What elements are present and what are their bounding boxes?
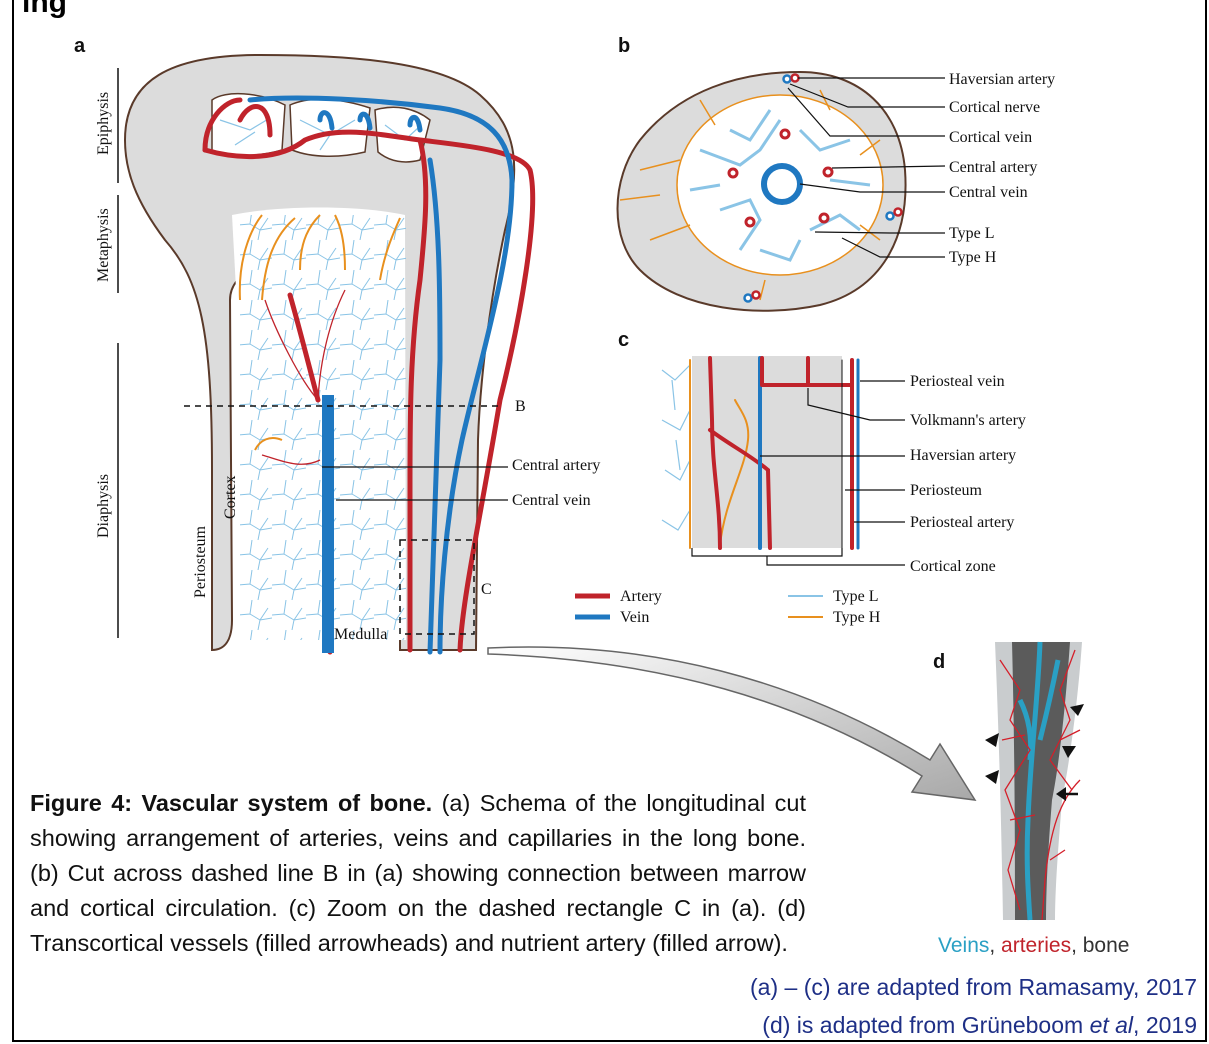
cortex-label: Cortex <box>222 475 239 519</box>
medulla-label: Medulla <box>334 626 387 643</box>
legend-veins: Veins <box>938 934 989 957</box>
c-periosteum: Periosteum <box>910 482 983 499</box>
panel-d-letter: d <box>933 651 945 673</box>
credit-gruneboom: (d) is adapted from Grüneboom et al, 201… <box>762 1012 1197 1039</box>
panel-a: a Epiphysis Metaphysis Diaphysis <box>74 35 600 653</box>
panel-c-letter: c <box>618 329 629 351</box>
b-type-l: Type L <box>949 225 995 242</box>
arrowhead-icon <box>985 770 999 784</box>
cortical-zone-bracket <box>692 548 842 556</box>
b-type-h: Type H <box>949 249 997 266</box>
region-metaphysis: Metaphysis <box>95 208 112 282</box>
credit-d-etal: et al <box>1090 1012 1133 1038</box>
legend-type-l-label: Type L <box>833 588 879 605</box>
c-periosteal-artery: Periosteal artery <box>910 514 1014 531</box>
b-cortical-nerve: Cortical nerve <box>949 99 1040 116</box>
legend-type-h-label: Type H <box>833 609 881 626</box>
c-haversian-artery: Haversian artery <box>910 447 1016 464</box>
legend-arteries: arteries <box>1001 934 1071 957</box>
c-cortical-zone: Cortical zone <box>910 558 996 575</box>
panel-b: b Haversian artery Cortical n <box>618 35 1056 311</box>
c-periosteal-vein: Periosteal vein <box>910 373 1005 390</box>
legend-sep-2: , <box>1071 934 1083 957</box>
b-cortical-vein: Cortical vein <box>949 129 1032 146</box>
legend-artery-label: Artery <box>620 588 662 605</box>
b-central-vein: Central vein <box>949 184 1028 201</box>
credit-d-prefix: (d) is adapted from Grüneboom <box>762 1012 1089 1038</box>
region-diaphysis: Diaphysis <box>95 474 112 538</box>
panel-d-legend: Veins, arteries, bone <box>938 934 1129 958</box>
credit-d-suffix: , 2019 <box>1133 1012 1197 1038</box>
b-haversian-artery: Haversian artery <box>949 71 1055 88</box>
panel-b-letter: b <box>618 35 630 57</box>
b-central-artery: Central artery <box>949 159 1037 176</box>
periosteum-label-a: Periosteum <box>192 525 209 598</box>
panel-a-letter: a <box>74 35 86 57</box>
arrowhead-icon <box>985 733 999 747</box>
panel-c: c Periosteal vein Volkmann's arte <box>618 329 1026 575</box>
legend-sep-1: , <box>989 934 1001 957</box>
c-volkmanns-artery: Volkmann's artery <box>910 412 1026 429</box>
legend-vein-label: Vein <box>620 609 649 626</box>
line-b-label: B <box>515 398 526 415</box>
central-vein-b <box>764 166 800 202</box>
legend: Artery Vein Type L Type H <box>575 588 881 626</box>
legend-bone: bone <box>1083 934 1130 957</box>
region-epiphysis: Epiphysis <box>95 92 112 155</box>
rect-c-label: C <box>481 581 492 598</box>
central-vein-shaft <box>322 395 334 653</box>
zoom-arrow <box>488 647 975 800</box>
panel-c-marrow-mesh <box>662 365 690 530</box>
caption-title: Figure 4: Vascular system of bone. <box>30 790 432 816</box>
credit-ramasamy: (a) – (c) are adapted from Ramasamy, 201… <box>750 974 1197 1001</box>
central-vein-label-a: Central vein <box>512 492 591 509</box>
figure-caption: Figure 4: Vascular system of bone. (a) S… <box>30 786 806 961</box>
central-artery-label-a: Central artery <box>512 457 600 474</box>
